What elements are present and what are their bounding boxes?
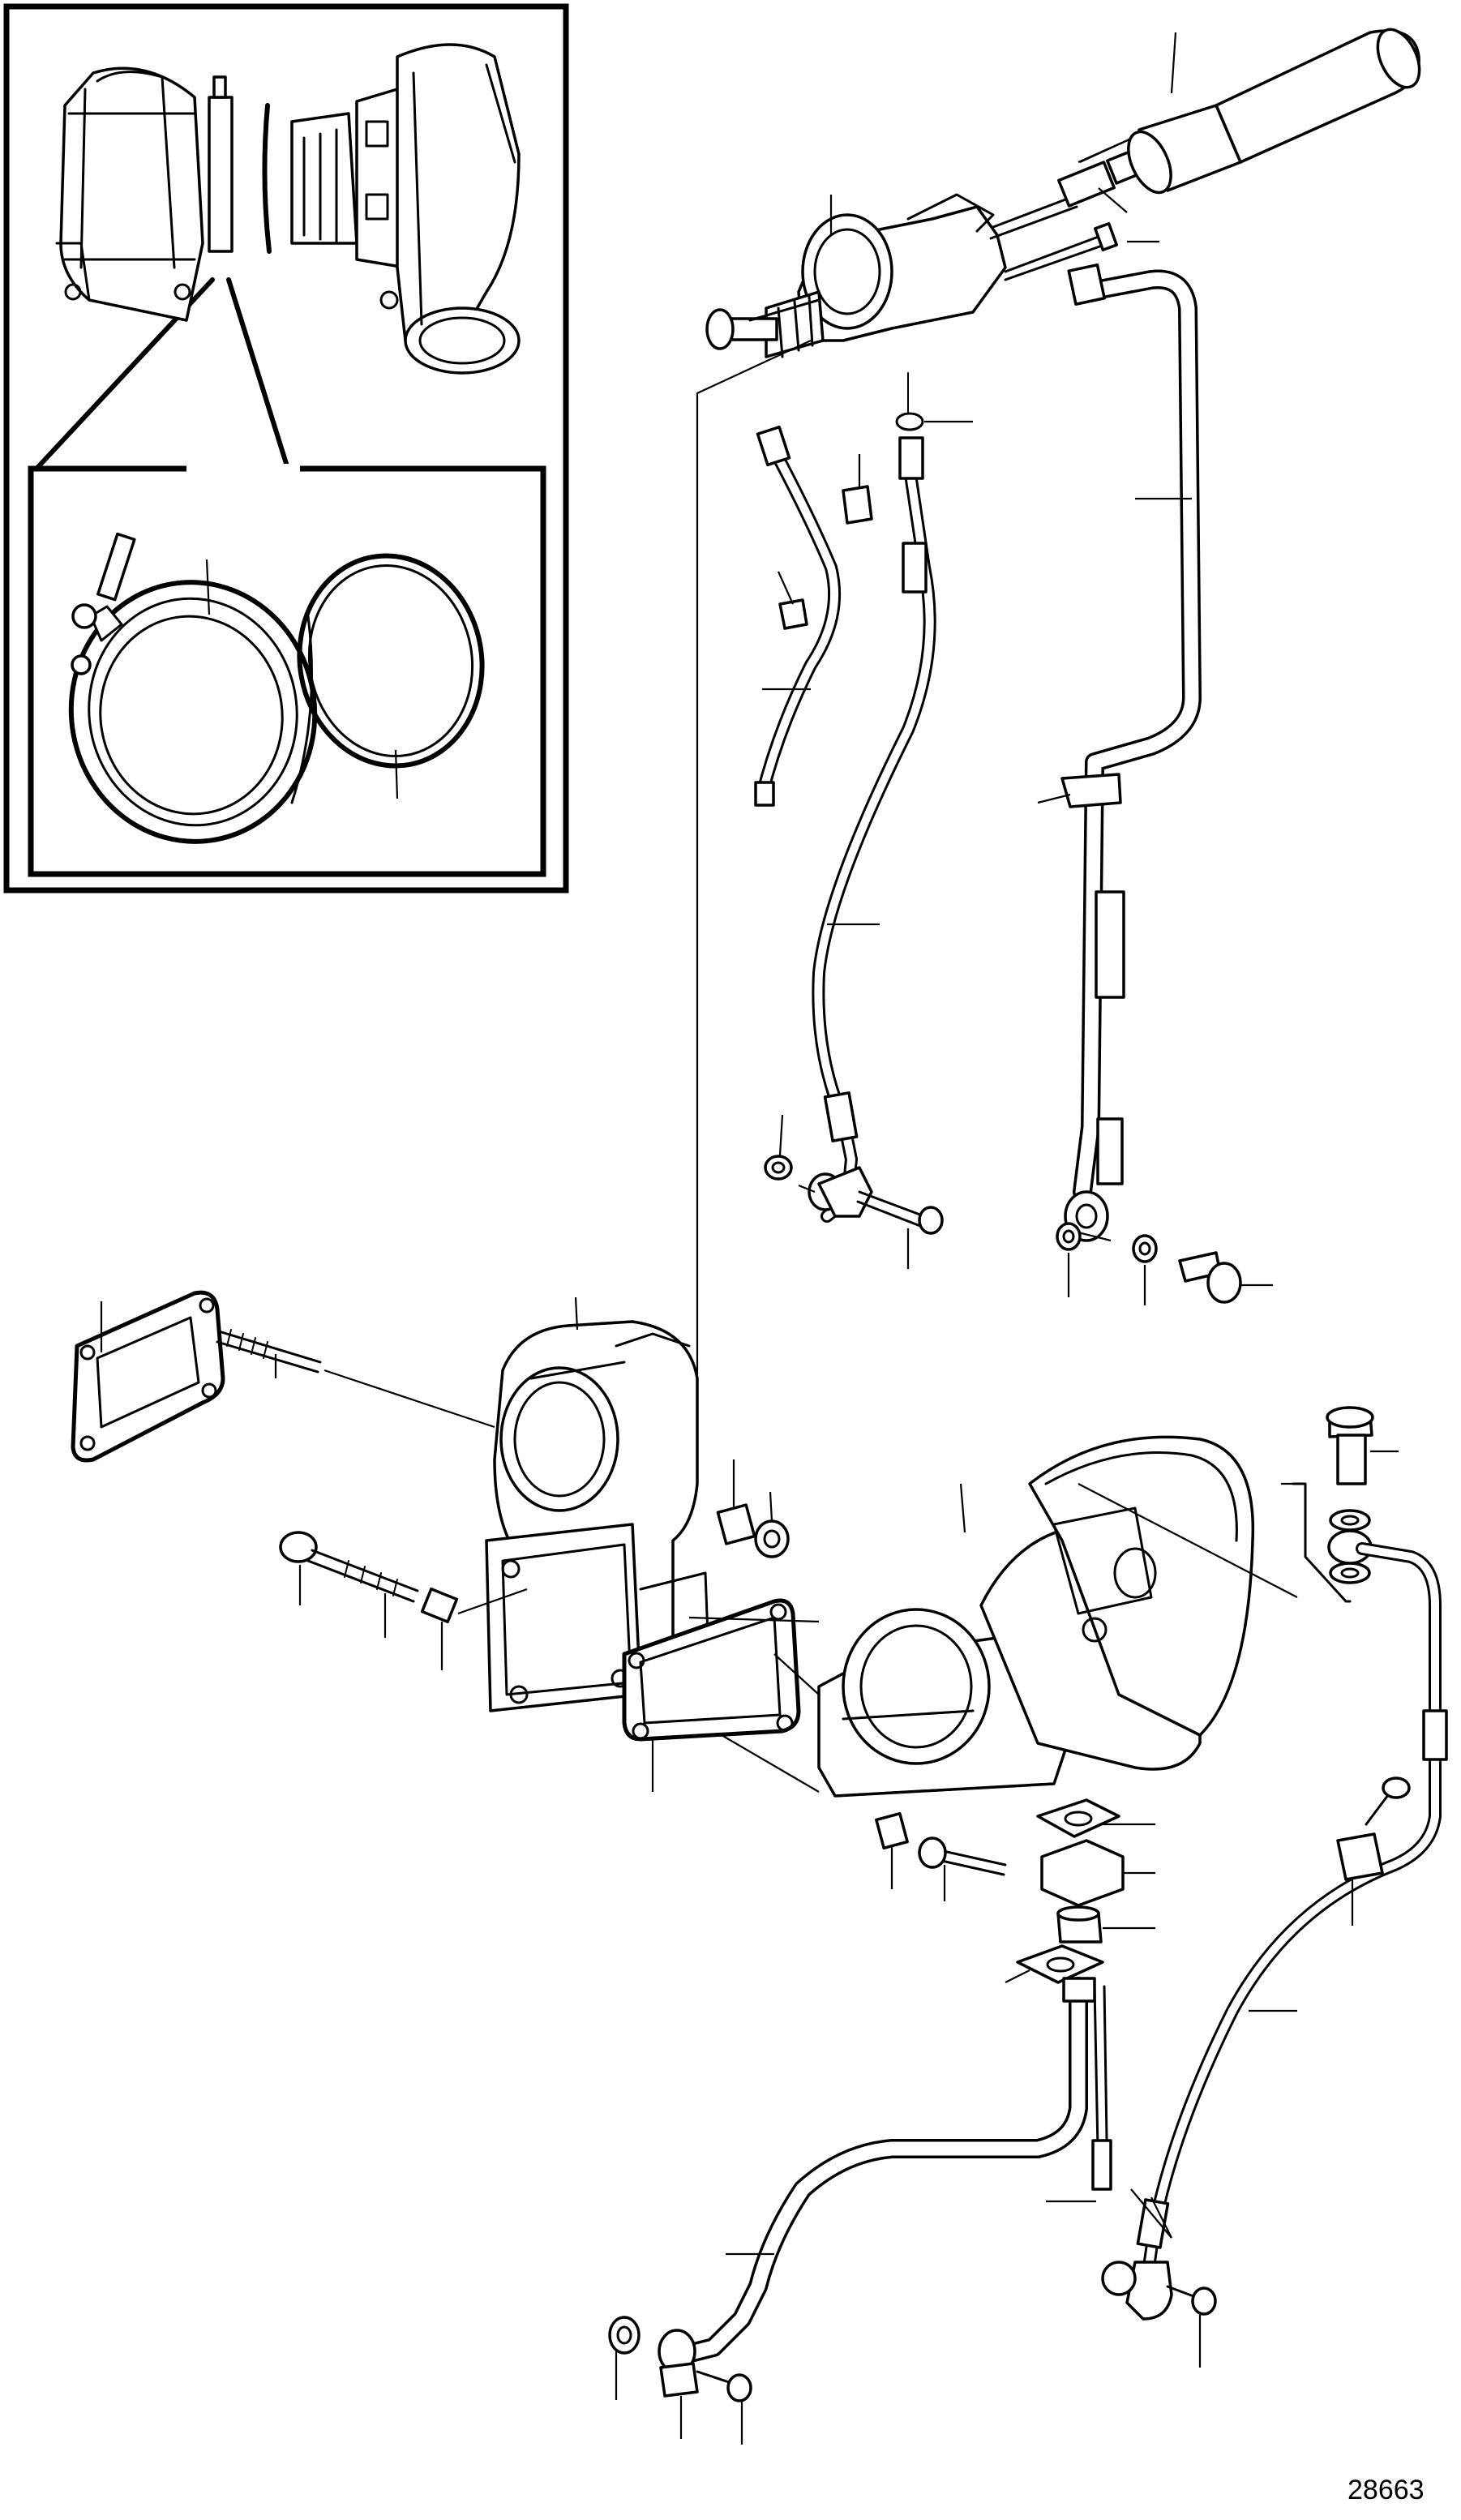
wastegate-pipe-fittings [1056,1222,1273,1305]
inset-sealing-ring [297,553,485,769]
oil-return-sleeve [1056,1905,1155,1944]
inset-turbocharger [290,43,521,375]
center-hose-o-ring [895,372,973,431]
turbo-mount-bolt [875,1811,1007,1901]
hose-clips [777,454,873,630]
oil-return-stud [1046,1985,1112,2203]
elbow-spacer-nut [716,1459,790,1558]
inset-gasket-strip [208,75,234,253]
oil-pipe-clamp [1336,1776,1411,1926]
exhaust-elbow [485,1296,711,1712]
oil-pipe-bolt [1130,2188,1217,2368]
oil-feed-washers [1281,1482,1373,1603]
flange-stud [216,1329,322,1378]
oil-feed-pipe [1101,1542,1448,2321]
manifold-bolt [279,1531,459,1670]
oil-return-pipe [658,1977,1096,2374]
inset-exhaust-elbow [55,66,204,322]
oil-return-gasket-top [1036,1798,1155,1838]
left-thin-hose [754,425,842,807]
center-hose-fittings [764,1114,944,1269]
inset-o-ring [262,103,272,254]
wastegate-pipe [1037,240,1202,1242]
turbocharger [817,1435,1298,1798]
inset-detail-panel [3,3,569,894]
actuator-stud [1004,222,1118,281]
oil-return-flange [1040,1839,1155,1907]
oil-return-gasket-bottom [1005,1944,1104,1984]
inset-v-band-clamp [68,532,318,844]
wastegate-actuator [705,193,1007,358]
turbine-gasket [622,1598,801,1792]
actuator-rod [989,130,1148,240]
banjo-bolt [1326,1406,1399,1485]
exhaust-flange-gasket [71,1290,225,1463]
oil-return-pipe-fittings [608,2316,752,2445]
protective-sleeve [1127,28,1421,195]
center-hose [808,436,936,1223]
figure-reference-number: 28663 [1347,2475,1425,2505]
